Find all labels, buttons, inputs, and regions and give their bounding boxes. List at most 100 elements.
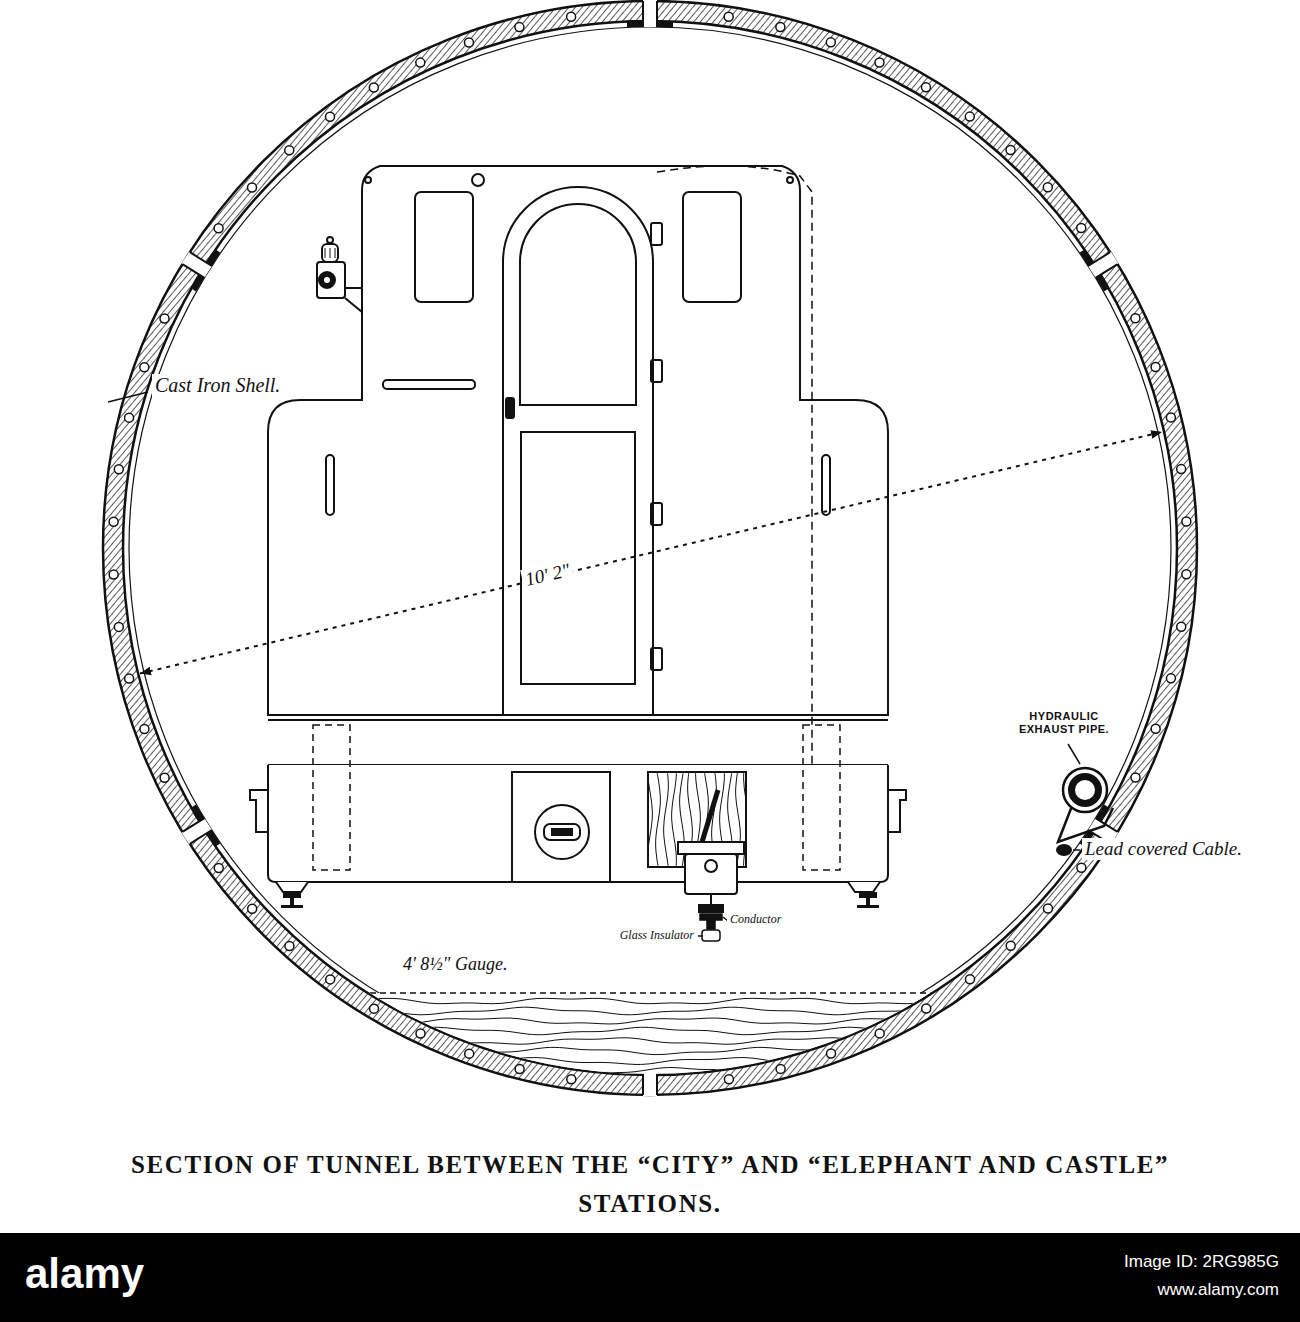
- bolt-hole: [125, 413, 134, 422]
- bolt-hole: [965, 975, 974, 984]
- electric-locomotive: [702, 790, 718, 842]
- bolt-hole: [1077, 224, 1086, 233]
- electric-locomotive: [683, 192, 741, 302]
- bolt-hole: [827, 1049, 836, 1058]
- electric-locomotive: [651, 503, 662, 525]
- cast-iron-shell: [123, 21, 1177, 1075]
- wood-grain: [240, 1068, 1050, 1075]
- bolt-hole: [724, 1075, 733, 1084]
- segment-joint: [627, 21, 643, 27]
- head-lamp: [325, 248, 326, 258]
- bolt-hole: [109, 517, 118, 526]
- bolt-hole: [1006, 146, 1015, 155]
- wood-grain: [649, 773, 652, 866]
- part-label: Lead covered Cable.: [1082, 838, 1245, 860]
- head-lamp: [317, 262, 345, 298]
- wood-grain: [240, 1018, 1050, 1024]
- bolt-hole: [776, 1064, 785, 1073]
- bolt-hole: [1043, 183, 1052, 192]
- segment-joint: [173, 238, 220, 291]
- part-label: Glass Insulator: [617, 929, 697, 943]
- segment-joint: [1088, 252, 1118, 278]
- electric-locomotive: [544, 824, 580, 840]
- electric-locomotive: [699, 905, 723, 912]
- head-lamp: [317, 237, 362, 312]
- figure-caption: SECTION OF TUNNEL BETWEEN THE “CITY” AND…: [80, 1146, 1220, 1224]
- dimension-line: [140, 432, 1162, 674]
- segment-joint: [182, 818, 212, 844]
- hydraulic-pipe: [1058, 768, 1113, 842]
- electric-locomotive: [250, 166, 906, 912]
- bolt-hole: [1006, 941, 1015, 950]
- bolt-hole: [214, 863, 223, 872]
- electric-locomotive: [710, 894, 712, 905]
- bolt-hole: [160, 314, 169, 323]
- segment-joint: [191, 275, 205, 292]
- head-lamp: [330, 248, 331, 258]
- watermark-band: [0, 1233, 1300, 1322]
- segment-joint: [657, 21, 673, 27]
- bolt-hole: [1077, 863, 1086, 872]
- wood-grain: [664, 773, 669, 866]
- electric-locomotive: [888, 790, 906, 832]
- bolt-hole: [515, 1064, 524, 1073]
- lead-cable: [1056, 844, 1072, 856]
- wood-grain: [240, 1047, 1050, 1055]
- bolt-hole: [416, 1029, 425, 1038]
- electric-locomotive: [521, 432, 635, 684]
- bolt-hole: [567, 1075, 576, 1084]
- bolt-hole: [1131, 773, 1140, 782]
- electric-locomotive: [506, 398, 514, 418]
- timber-bed: [240, 992, 1060, 994]
- watermark: www.alamy.com: [1154, 1280, 1282, 1300]
- wood-grain: [240, 1027, 1050, 1035]
- leader-line: [698, 935, 703, 937]
- rail: [290, 898, 294, 905]
- bolt-hole: [965, 112, 974, 121]
- electric-locomotive: [276, 882, 308, 892]
- electric-locomotive: [313, 725, 350, 870]
- rail: [857, 905, 879, 908]
- electric-locomotive: [383, 380, 475, 389]
- electric-locomotive: [512, 772, 610, 882]
- bolt-hole: [776, 23, 785, 32]
- bolt-hole: [114, 465, 123, 474]
- watermark: Image ID: 2RG985G: [1121, 1252, 1282, 1272]
- part-label: Conductor: [727, 913, 784, 927]
- bolt-hole: [1043, 904, 1052, 913]
- bolt-hole: [1182, 570, 1191, 579]
- bolt-hole: [109, 570, 118, 579]
- segment-joint: [627, 0, 673, 27]
- segment-joint: [1080, 238, 1127, 291]
- electric-locomotive: [520, 204, 636, 405]
- leader-line: [108, 392, 148, 402]
- watermark: alamy: [22, 1250, 147, 1298]
- bolt-hole: [1166, 413, 1175, 422]
- lead-cable: [1056, 844, 1072, 856]
- dimension-label: 10' 2": [521, 558, 576, 591]
- electric-locomotive: [705, 860, 717, 872]
- electric-locomotive: [552, 829, 572, 835]
- bolt-hole: [214, 224, 223, 233]
- timber-bed: [240, 993, 1060, 1093]
- bolt-hole: [114, 622, 123, 631]
- hydraulic-pipe: [1069, 774, 1101, 806]
- wood-grain: [240, 998, 1050, 1074]
- segment-joint: [191, 805, 205, 822]
- bolt-hole: [160, 773, 169, 782]
- electric-locomotive: [365, 177, 371, 183]
- head-lamp: [323, 276, 331, 284]
- bolt-hole: [1177, 465, 1186, 474]
- wood-grain: [240, 1058, 1050, 1066]
- electric-locomotive: [472, 174, 484, 186]
- bolt-hole: [515, 23, 524, 32]
- electric-locomotive: [415, 192, 473, 302]
- bolt-hole: [109, 12, 1191, 1083]
- bolt-hole: [875, 1029, 884, 1038]
- wood-grain: [240, 1007, 1050, 1015]
- electric-locomotive: [363, 167, 799, 407]
- rail: [866, 898, 870, 905]
- conductor-rail: [700, 914, 722, 920]
- electric-locomotive: [268, 400, 888, 715]
